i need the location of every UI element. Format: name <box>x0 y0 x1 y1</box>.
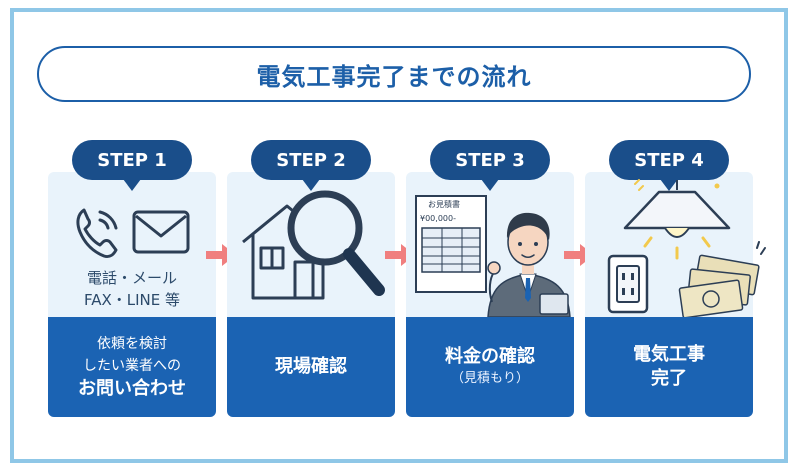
document-title: お見積書 <box>428 200 460 209</box>
step-1-card: STEP 1 電話・メール FAX・LINE 等 依頼を検討 したい業者への お… <box>48 140 216 417</box>
estimate-document-illustration <box>415 195 487 293</box>
step-1-label: STEP 1 <box>97 149 167 171</box>
light-outlet-illustration <box>607 179 766 319</box>
step-4-line-1: 電気工事 <box>633 344 705 365</box>
step-4-label: STEP 4 <box>634 149 704 171</box>
step-4-badge: STEP 4 <box>609 140 729 191</box>
step-2-line-1: 現場確認 <box>275 356 347 377</box>
step-2-card: STEP 2 現場確認 <box>227 140 395 417</box>
step-2-label: STEP 2 <box>276 149 346 171</box>
step-4-card: STEP 4 電気工事 完了 <box>585 140 766 417</box>
step-3-badge: STEP 3 <box>430 140 550 191</box>
step-4-line-2: 完了 <box>651 368 687 389</box>
contact-methods-line2: FAX・LINE 等 <box>83 291 181 309</box>
title-banner: 電気工事完了までの流れ <box>37 46 751 102</box>
step-2-description: 現場確認 <box>227 317 395 417</box>
magnifier-icon <box>287 190 385 296</box>
step-4-description: 電気工事 完了 <box>585 317 753 417</box>
step-1-line-2: したい業者への <box>83 358 181 374</box>
step-3-description: 料金の確認 （見積もり） <box>406 317 574 417</box>
document-amount: ¥00,000- <box>420 214 456 223</box>
house-magnifier-illustration <box>242 190 385 300</box>
step-1-line-1: 依頼を検討 <box>97 336 167 352</box>
ceiling-light-icon <box>623 179 731 260</box>
step-3-line-1: 料金の確認 <box>445 346 535 367</box>
step-3-subtext: （見積もり） <box>450 371 529 386</box>
page-title: 電気工事完了までの流れ <box>256 62 532 91</box>
step-1-line-3: お問い合わせ <box>78 378 186 399</box>
step-3-card: STEP 3 お見積書 ¥00,000- 料金の確認 （見積もり） <box>406 140 574 417</box>
contact-methods-line1: 電話・メール <box>86 269 177 287</box>
phone-icon <box>76 208 118 258</box>
money-bills-icon <box>678 241 766 319</box>
step-2-badge: STEP 2 <box>251 140 371 191</box>
step-3-label: STEP 3 <box>455 149 525 171</box>
staff-person-illustration <box>487 212 571 317</box>
step-1-badge: STEP 1 <box>72 140 192 191</box>
mail-icon <box>132 210 190 254</box>
power-outlet-icon <box>607 254 649 314</box>
step-1-description: 依頼を検討 したい業者への お問い合わせ <box>48 317 216 417</box>
phone-mail-illustration <box>76 208 190 258</box>
